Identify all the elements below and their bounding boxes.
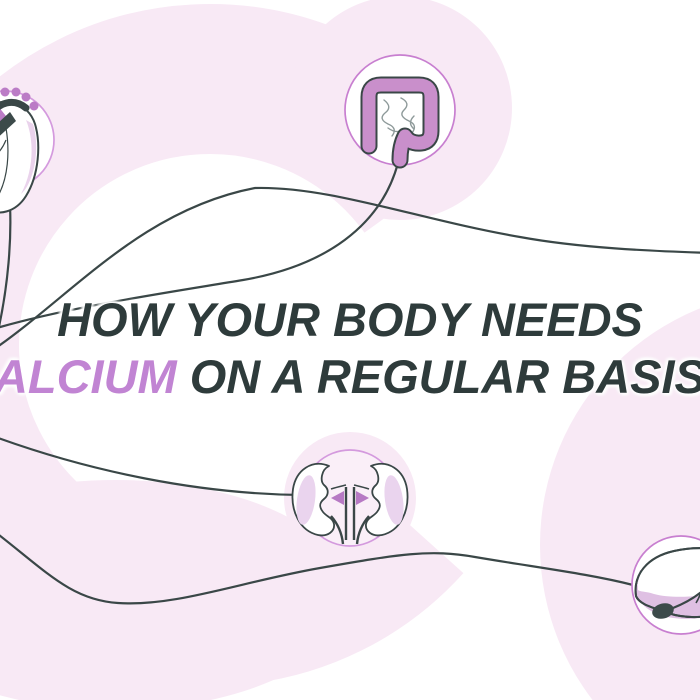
- headline-line-1: HOW YOUR BODY NEEDS: [0, 296, 700, 343]
- sweep-connector-line: [0, 186, 700, 347]
- liver-badge: [631, 535, 700, 635]
- calcium-highlight: CALCIUM: [0, 350, 177, 403]
- intestine-badge: [344, 54, 456, 169]
- intestine-icon: [360, 76, 440, 169]
- kidneys-badge: [291, 449, 409, 547]
- kidney-connector-line: [0, 437, 303, 497]
- liver-icon: [634, 547, 700, 619]
- kidneys-icon: [291, 462, 409, 546]
- intestine-connector-line: [0, 162, 400, 329]
- headline-text-1: HOW YOUR BODY NEEDS: [57, 293, 643, 346]
- liver-connector-line: [0, 534, 634, 605]
- headline-line-2: CALCIUM ON A REGULAR BASIS: [0, 353, 700, 400]
- gallbladder: [652, 603, 674, 619]
- background-blob-bottom-left: [0, 480, 350, 700]
- headline-text-2: ON A REGULAR BASIS: [176, 350, 700, 403]
- heart-icon: [0, 87, 40, 214]
- heart-badge: [0, 87, 55, 214]
- aorta: [0, 112, 16, 136]
- pulmonary-vessel: [0, 108, 6, 122]
